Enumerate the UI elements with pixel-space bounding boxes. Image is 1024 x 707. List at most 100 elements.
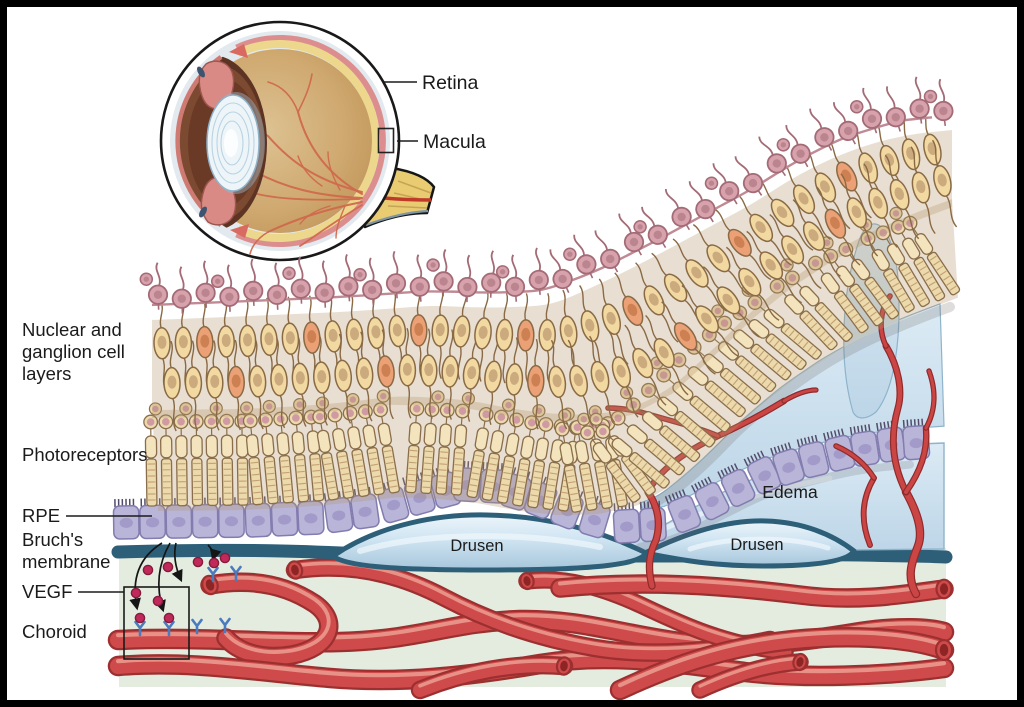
bipolar-cell [815, 185, 861, 266]
rpe-cell [717, 463, 756, 508]
ganglion-cell [338, 253, 359, 302]
bipolar-cell [769, 213, 822, 290]
vegf-receptor [219, 617, 231, 634]
bipolar-cell [840, 173, 879, 257]
vegf-molecule [162, 561, 174, 573]
ganglion-cell [409, 254, 430, 302]
bipolar-cell [598, 278, 629, 365]
vegf-receptor [163, 620, 175, 637]
photoreceptor-cell [273, 411, 294, 504]
photoreceptor-cell [610, 410, 686, 476]
bipolar-cell [420, 328, 438, 419]
bipolar-cell [324, 294, 343, 385]
bipolar-cell [681, 285, 739, 357]
bipolar-cell [527, 338, 545, 430]
vegf-arrow [129, 542, 163, 611]
bipolar-cell [345, 292, 364, 383]
ganglion-cell [426, 248, 454, 297]
vegf-receptor [191, 618, 203, 635]
photoreceptor-cell [808, 255, 869, 334]
bipolar-cell [692, 224, 750, 296]
ganglion-cell [776, 124, 811, 168]
ganglion-cell [734, 156, 764, 196]
rpe-cell [770, 442, 805, 486]
ganglion-cell [563, 234, 597, 279]
bipolar-cell [702, 266, 760, 338]
bipolar-cell [805, 149, 851, 230]
bipolar-cell [410, 288, 428, 379]
photoreceptor-cell [327, 407, 355, 499]
photoreceptor-cell [902, 215, 961, 296]
bipolar-cell [746, 230, 803, 304]
drusen-left-label: Drusen [450, 537, 503, 555]
vegf-arrow [171, 542, 183, 583]
bipolar-cell [589, 335, 616, 424]
bipolar-cell [714, 208, 772, 281]
vegf-signaling [123, 542, 242, 660]
ganglion-cell [139, 262, 169, 310]
photoreceptors-label: Photoreceptors [22, 444, 147, 465]
photoreceptor-cell [373, 389, 400, 494]
photoreceptor-cell [405, 401, 425, 494]
photoreceptor-cell [188, 414, 204, 507]
nuclear-label-line1: Nuclear and [22, 319, 122, 340]
vegf-receptor [134, 620, 146, 637]
bipolar-cell [184, 340, 203, 431]
bipolar-cell [505, 337, 524, 428]
canal-top [197, 66, 205, 78]
photoreceptor-cell [641, 382, 716, 448]
bipolar-cell [672, 238, 728, 312]
photoreceptor-cell [780, 258, 853, 342]
photoreceptor-cell [288, 397, 310, 503]
ganglion-cell [758, 136, 787, 177]
lens [206, 92, 265, 194]
photoreceptor-cell [219, 413, 235, 506]
bipolar-cell [377, 329, 395, 420]
vegf-molecule [152, 595, 164, 607]
bipolar-cell [792, 199, 841, 277]
rpe-cell [323, 490, 354, 534]
ganglion-cell [664, 188, 692, 231]
photoreceptor-cell [258, 399, 279, 505]
bipolar-cell [645, 314, 689, 396]
bipolar-cell [863, 163, 898, 248]
bipolar-cell [206, 340, 224, 431]
ganglion-cell [266, 262, 288, 310]
bipolar-cell [153, 301, 171, 392]
photoreceptor-cell [889, 206, 946, 302]
bipolar-cell [355, 331, 374, 422]
ganglion-cell [195, 260, 216, 308]
rpe-label: RPE [22, 505, 60, 526]
photoreceptor-cell [158, 414, 174, 507]
rpe-cell [690, 476, 730, 521]
ganglion-cell [633, 206, 668, 249]
photoreceptor-cell [711, 304, 792, 381]
photoreceptor-cell [554, 408, 583, 513]
ganglion-cell [885, 86, 906, 132]
photoreceptor-cell [732, 305, 807, 371]
rpe-cell [743, 450, 782, 495]
bipolar-cell [624, 324, 667, 406]
nuclear-label-line3: layers [22, 363, 71, 384]
ganglion-cell [618, 213, 645, 256]
bipolar-cell [517, 293, 535, 384]
photoreceptor-cell [143, 402, 163, 507]
ganglion-cell [909, 76, 930, 124]
edema-label: Edema [762, 482, 818, 502]
bipolar-cell [635, 262, 679, 343]
ora-wedge-top [229, 44, 248, 58]
ganglion-cell [243, 258, 264, 306]
drusen-right-shape [642, 518, 857, 569]
bipolar-cell [567, 339, 594, 428]
nuclear-layers [152, 108, 958, 432]
photoreceptor-cell [650, 356, 731, 433]
bipolar-cell [608, 331, 639, 418]
bruchs-label-line1: Bruch's [22, 529, 83, 550]
photoreceptor-cell [420, 390, 445, 495]
ganglion-cell [457, 254, 478, 303]
photoreceptor-cell [671, 352, 746, 418]
ganglion-cell [923, 78, 954, 126]
